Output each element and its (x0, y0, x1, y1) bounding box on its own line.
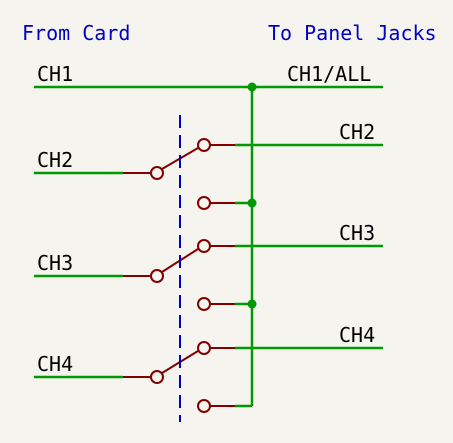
to-panel-jacks-header: To Panel Jacks (268, 21, 437, 45)
input-label-ch4: CH4 (37, 352, 73, 376)
output-label-ch4: CH4 (339, 323, 375, 347)
output-label-ch3: CH3 (339, 221, 375, 245)
input-label-ch1: CH1 (37, 62, 73, 86)
junction-dot-ch2 (247, 198, 257, 208)
wires (34, 85, 383, 408)
input-label-ch3: CH3 (37, 251, 73, 275)
input-label-ch2: CH2 (37, 148, 73, 172)
junctions (247, 82, 257, 309)
switches (123, 138, 235, 413)
output-label-ch1-all: CH1/ALL (287, 62, 371, 86)
junction-dot-ch1 (247, 82, 257, 92)
output-label-ch2: CH2 (339, 120, 375, 144)
from-card-header: From Card (22, 21, 130, 45)
junction-dot-ch3 (247, 299, 257, 309)
